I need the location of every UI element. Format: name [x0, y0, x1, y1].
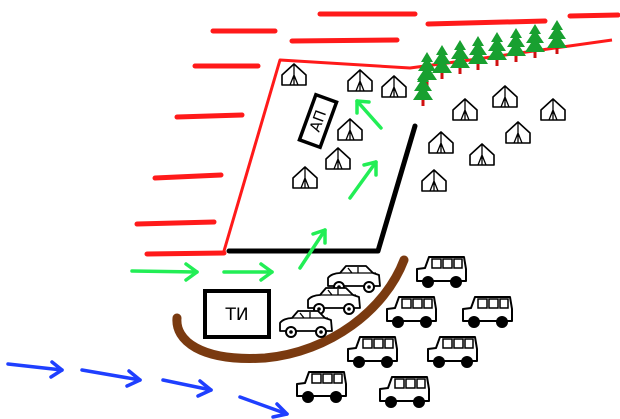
tent-icon: [492, 85, 518, 108]
tent-icon: [421, 169, 447, 192]
pine-tree-icon: [432, 45, 452, 79]
green-arrow-icon: [298, 228, 327, 270]
jeep-icon: [379, 376, 430, 409]
tent-icon: [505, 121, 531, 144]
jeep-icon: [296, 371, 347, 404]
green-arrow-icon: [130, 262, 199, 282]
blue-arrow-icon: [161, 378, 213, 398]
pine-tree-icon: [450, 40, 470, 74]
blue-arrow-icon: [6, 360, 64, 379]
tent-icon: [337, 118, 363, 141]
blue-arrow-icon: [80, 368, 142, 388]
blue-arrow-icon: [238, 395, 289, 419]
green-arrow-icon: [222, 262, 274, 282]
jeep-icon: [347, 336, 398, 369]
road-curve: [172, 255, 409, 363]
camp-boundary-line: [222, 38, 613, 252]
tent-icon: [292, 166, 318, 189]
tent-icon: [325, 147, 351, 170]
red-boundary-dashes: [134, 11, 620, 257]
green-arrows: [130, 99, 383, 282]
tent-icon: [540, 98, 566, 121]
tent-icon: [347, 69, 373, 92]
pine-tree-icon: [487, 32, 507, 66]
fence-line: [226, 123, 418, 254]
tent-icon: [428, 131, 454, 154]
green-arrow-icon: [355, 99, 383, 130]
jeep-icon: [416, 256, 467, 289]
ti-box: ТИ: [203, 289, 271, 339]
jeep-icon: [386, 296, 437, 329]
green-arrow-icon: [348, 160, 378, 200]
car-group: [279, 265, 381, 338]
jeep-icon: [427, 336, 478, 369]
pine-tree-row: [413, 20, 567, 106]
blue-arrows: [6, 360, 289, 419]
tent-icon: [469, 143, 495, 166]
tent-icon: [452, 98, 478, 121]
pine-tree-icon: [468, 36, 488, 70]
tent-icon: [381, 75, 407, 98]
car-icon: [279, 310, 333, 338]
tent-icon: [281, 63, 307, 86]
ti-label: ТИ: [224, 305, 248, 325]
jeep-icon: [462, 296, 513, 329]
ap-box: АП: [297, 92, 339, 150]
pine-tree-icon: [506, 28, 526, 62]
